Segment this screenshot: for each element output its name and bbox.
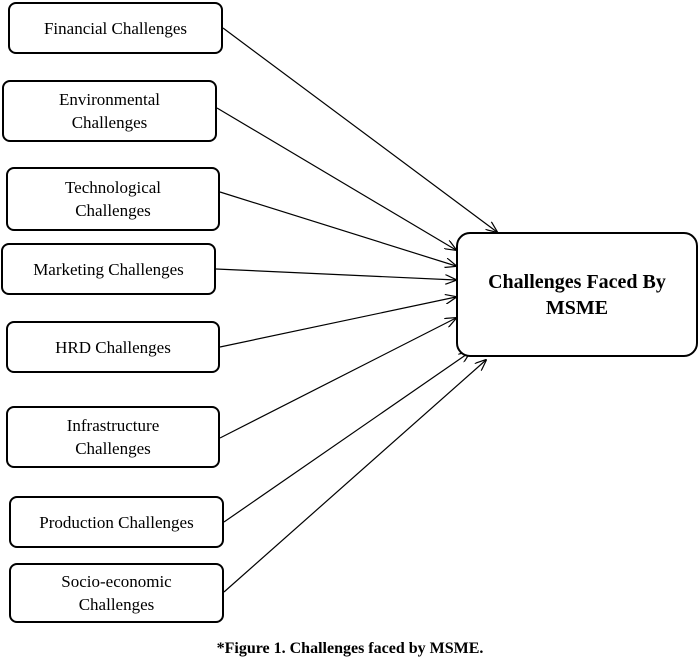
hrd-challenges-box: HRD Challenges <box>6 321 220 373</box>
figure-caption: *Figure 1. Challenges faced by MSME. <box>216 640 484 657</box>
msme-challenges-target-box: Challenges Faced By MSME <box>456 232 698 357</box>
arrow-environmental <box>216 107 456 250</box>
production-challenges-box: Production Challenges <box>9 496 224 548</box>
infrastructure-challenges-box: Infrastructure Challenges <box>6 406 220 468</box>
marketing-challenges-box: Marketing Challenges <box>1 243 216 295</box>
arrow-socio-economic <box>223 360 486 593</box>
arrow-technological <box>219 191 456 266</box>
technological-challenges-box: Technological Challenges <box>6 167 220 231</box>
arrow-infrastructure <box>219 318 456 439</box>
arrow-financial <box>222 27 497 232</box>
arrow-production <box>223 352 470 523</box>
environmental-challenges-box: Environmental Challenges <box>2 80 217 142</box>
arrow-marketing <box>215 268 456 280</box>
arrow-hrd <box>219 297 456 348</box>
socio-economic-challenges-box: Socio-economic Challenges <box>9 563 224 623</box>
financial-challenges-box: Financial Challenges <box>8 2 223 54</box>
